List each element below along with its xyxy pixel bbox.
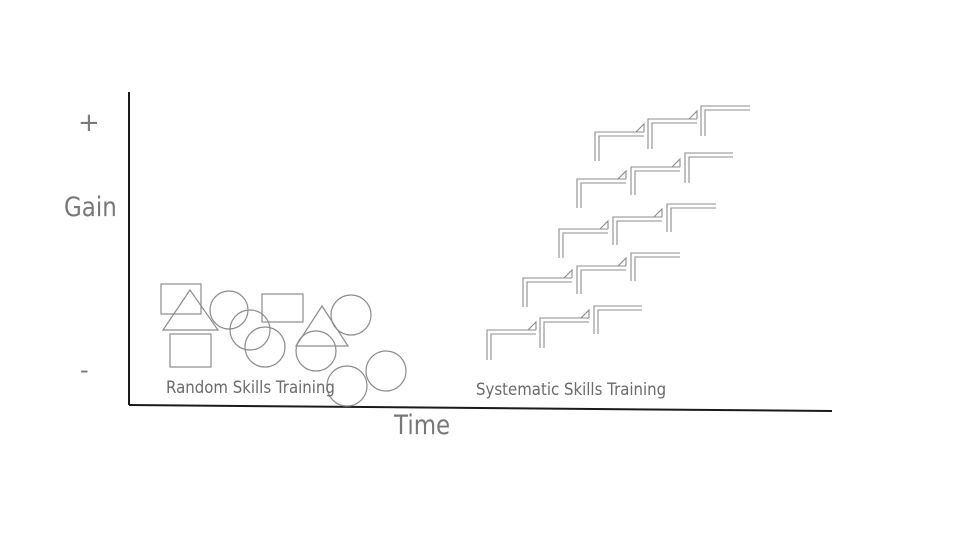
circle-shape	[244, 326, 286, 368]
step-shape	[616, 220, 662, 245]
step-shape	[490, 333, 536, 360]
triangle-shape	[161, 288, 220, 331]
step-shape	[666, 203, 716, 232]
step-marker	[599, 219, 609, 230]
step-shape	[580, 269, 626, 294]
circle-shape	[209, 290, 249, 330]
circle-shape	[365, 350, 407, 392]
step-shape	[598, 135, 644, 161]
random-training-label: Random Skills Training	[166, 378, 335, 398]
systematic-training-label: Systematic Skills Training	[476, 380, 667, 400]
step-shape	[576, 178, 626, 208]
step-marker	[527, 320, 537, 331]
triangle-shape	[294, 304, 350, 347]
step-shape	[647, 118, 697, 149]
systematic-steps	[486, 105, 750, 360]
step-shape	[704, 109, 750, 136]
step-shape	[558, 228, 608, 258]
step-shape	[688, 156, 733, 183]
y-axis-label: Gain	[64, 192, 117, 223]
square-shape	[261, 293, 304, 323]
step-shape	[562, 232, 608, 258]
step-shape	[576, 265, 626, 294]
step-shape	[670, 207, 716, 232]
step-shape	[593, 305, 642, 334]
step-shape	[634, 170, 680, 195]
step-shape	[539, 317, 589, 348]
step-shape	[486, 329, 536, 360]
step-shape	[630, 252, 680, 281]
step-shape	[630, 166, 680, 195]
y-axis-plus-label: +	[78, 108, 100, 138]
step-marker	[580, 308, 590, 319]
step-shape	[651, 122, 697, 149]
step-shape	[612, 216, 662, 245]
square-shape	[169, 333, 212, 368]
step-marker	[617, 169, 627, 180]
step-shape	[580, 182, 626, 208]
step-marker	[671, 157, 681, 168]
step-shape	[634, 256, 680, 281]
step-marker	[653, 207, 663, 218]
step-marker	[635, 122, 645, 133]
step-shape	[684, 152, 733, 183]
step-shape	[700, 105, 750, 136]
y-axis-minus-label: -	[80, 356, 89, 384]
step-marker	[688, 109, 698, 120]
step-marker	[563, 268, 573, 279]
step-shape	[543, 321, 589, 348]
x-axis	[128, 404, 833, 412]
step-shape	[597, 309, 642, 334]
circle-shape	[229, 309, 271, 351]
circle-shape	[330, 294, 372, 336]
x-axis-label: Time	[394, 410, 451, 441]
square-shape	[160, 283, 202, 315]
random-shapes	[160, 283, 407, 407]
circle-shape	[295, 330, 337, 372]
circle-shape	[326, 365, 368, 407]
step-shape	[594, 131, 644, 161]
step-shape	[526, 281, 572, 307]
step-marker	[617, 256, 627, 267]
step-shape	[522, 277, 572, 307]
